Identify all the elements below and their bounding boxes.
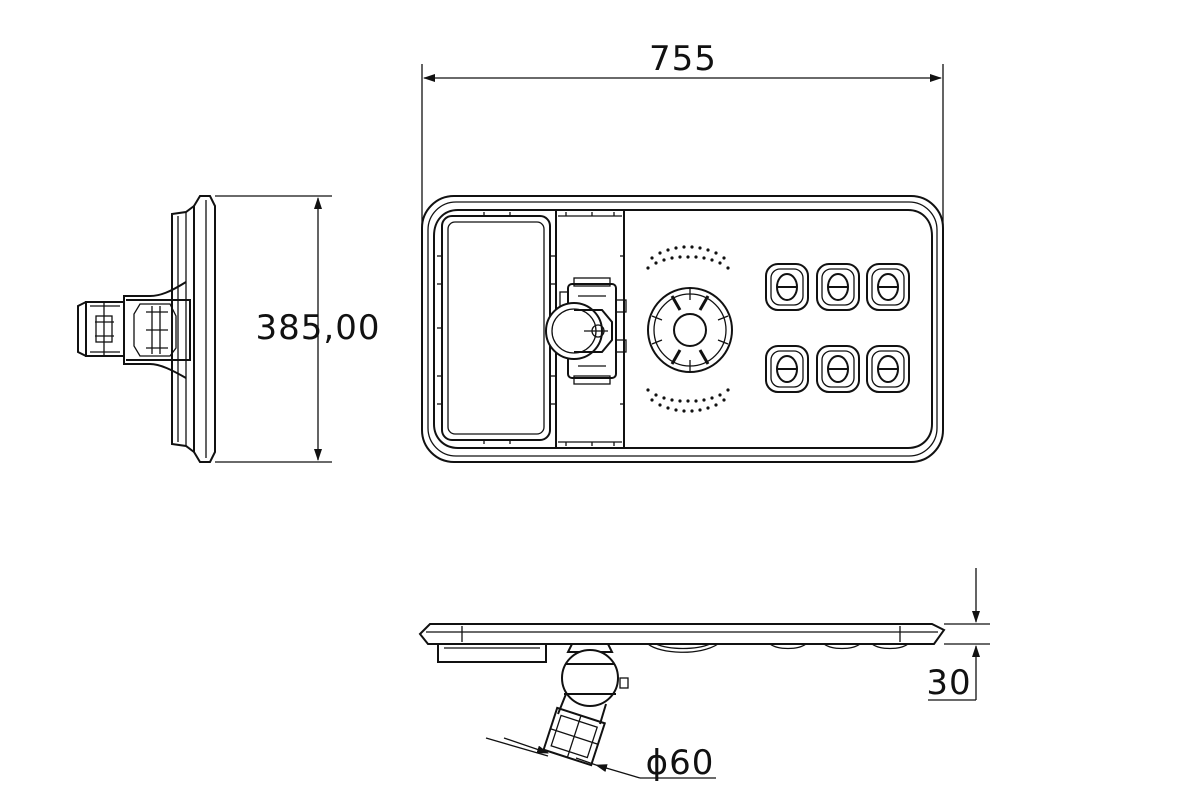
mounting-bracket [545, 277, 627, 385]
led-module [816, 263, 860, 311]
diameter-dimension: ϕ60 [485, 737, 716, 783]
front-view: 30 ϕ60 [418, 568, 990, 783]
led-module [866, 345, 910, 393]
width-dimension: 385,00 [215, 195, 381, 463]
side-view [77, 195, 216, 463]
length-dimension: 755 [421, 39, 944, 232]
led-module [765, 345, 809, 393]
pir-sensor [647, 287, 733, 373]
led-modules [765, 263, 910, 393]
width-label: 385,00 [256, 308, 381, 348]
thickness-dimension: 30 [926, 568, 990, 703]
length-label: 755 [649, 39, 717, 79]
sensor-dots [646, 245, 730, 413]
pole-bracket [542, 643, 629, 767]
led-module [816, 345, 860, 393]
led-module [866, 263, 910, 311]
top-view: 755 [421, 39, 944, 463]
led-module [765, 263, 809, 311]
diameter-label: ϕ60 [646, 743, 715, 783]
thickness-label: 30 [926, 663, 971, 703]
